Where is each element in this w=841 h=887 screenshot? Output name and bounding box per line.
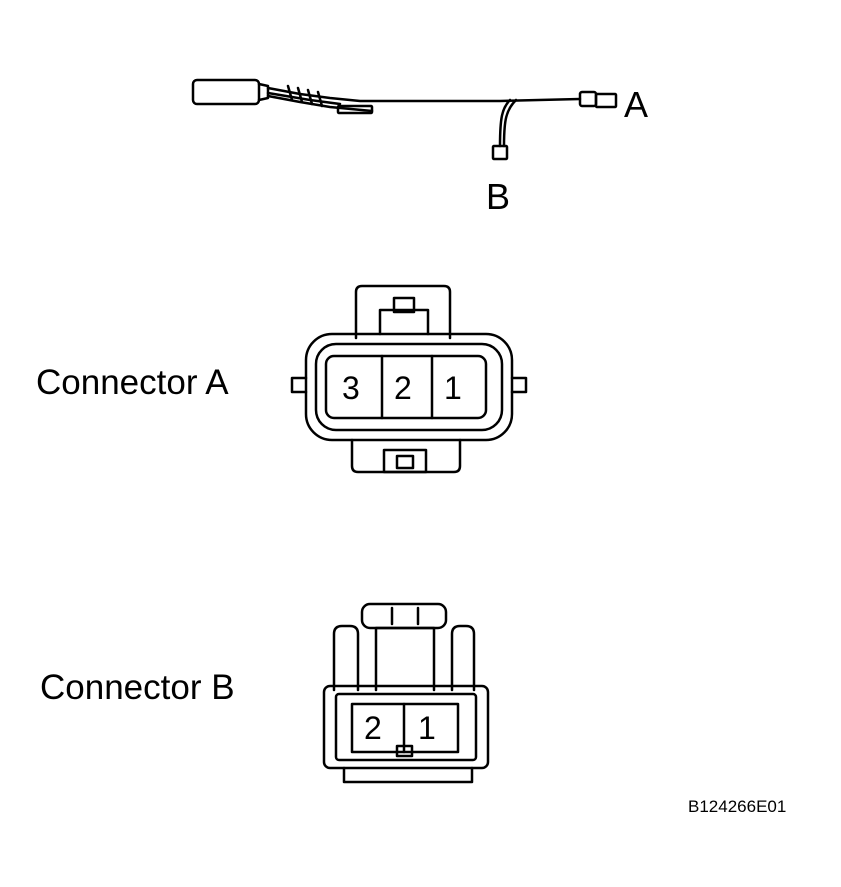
connector-b-pin-label: 2 (364, 710, 382, 746)
harness-connector-b-stub (491, 144, 509, 161)
connector-a-body (304, 332, 514, 442)
harness-wire-bundle (266, 86, 582, 103)
harness-wire-lower (266, 94, 374, 113)
harness-branch-wire2 (502, 98, 518, 148)
harness-branch-wire (498, 98, 512, 148)
connector-b (322, 602, 490, 784)
connector-a-pin-label: 3 (342, 370, 360, 406)
connector-a-latch-tab (392, 296, 416, 314)
connector-a-body-inner (314, 342, 504, 432)
harness-small-terminal (336, 104, 374, 115)
harness-label-b: B (486, 176, 511, 217)
connector-b-latch-ridges (390, 606, 420, 626)
harness-label-a: A (624, 84, 649, 125)
connector-b-key (395, 744, 414, 758)
connector-a-cavity-frame (324, 354, 488, 420)
connector-a-pin-label: 2 (394, 370, 412, 406)
harness-connector-a-stub (578, 90, 598, 108)
connector-b-neck (374, 626, 436, 692)
connector-b-body (322, 684, 490, 770)
harness-plug-boot (257, 82, 270, 102)
connector-a-pin-label: 1 (444, 370, 462, 406)
connector-a-title: Connector A (36, 363, 229, 402)
connector-b-base (342, 766, 474, 784)
connector-b-right-arm (450, 624, 476, 692)
connector-a-right-ear (510, 376, 528, 394)
connector-b-left-arm (332, 624, 360, 692)
harness-connector-a-stub2 (594, 92, 618, 109)
connector-a-left-ear (290, 376, 308, 394)
harness-tape (286, 84, 324, 108)
connector-a-bottom-lock-nub (395, 454, 415, 470)
connector-b-pin-label: 1 (418, 710, 436, 746)
connector-a-bottom-lock-tab (382, 448, 428, 474)
connector-b-body-inner (334, 692, 478, 762)
harness-plug-body (191, 78, 261, 106)
connector-a-latch (354, 284, 452, 340)
connector-b-top-latch (360, 602, 448, 630)
wire-harness (191, 78, 618, 161)
connector-a-latch-inner (378, 308, 430, 336)
figure-code: B124266E01 (688, 797, 787, 816)
connector-a (290, 284, 528, 474)
connector-b-title: Connector B (40, 668, 235, 707)
